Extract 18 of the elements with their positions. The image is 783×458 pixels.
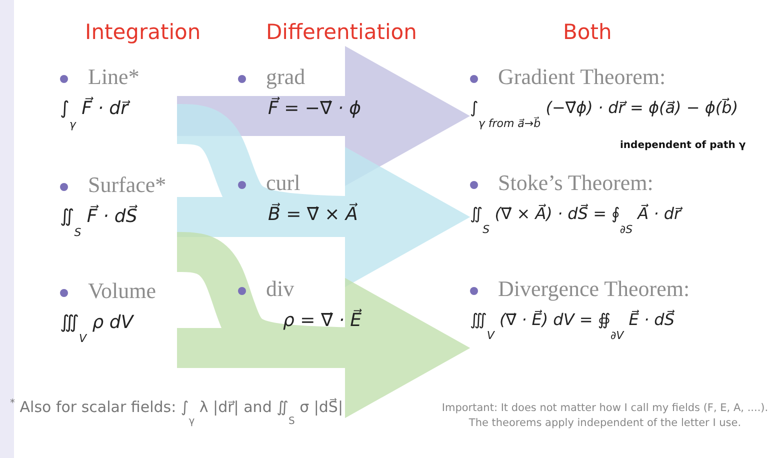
formula: B⃗ = ∇⃗ × A⃗ (268, 204, 358, 225)
term-label: Gradient Theorem: (498, 64, 666, 89)
term-label: div (266, 276, 294, 301)
column-heading: Integration (85, 20, 201, 44)
column-heading: Differentiation (266, 20, 417, 44)
term-label: Stoke’s Theorem: (498, 170, 654, 195)
note-label: independent of path γ (620, 140, 746, 151)
term-label: Line* (88, 64, 140, 89)
term-label: curl (266, 170, 300, 195)
note-text: Important: It does not matter how I call my fields (F, E, A, ....). The theorems apply independent of the letter I use. (440, 401, 770, 431)
term-label: Divergence Theorem: (498, 276, 690, 301)
formula: ρ = ∇⃗ · E⃗ (283, 310, 362, 331)
flow-arrow (177, 278, 470, 418)
formula: F⃗ = −∇⃗ · ϕ (268, 98, 362, 119)
term-label: Surface* (88, 172, 166, 197)
term-label: Volume (88, 278, 156, 303)
column-heading: Both (563, 20, 612, 44)
term-label: grad (266, 64, 306, 89)
